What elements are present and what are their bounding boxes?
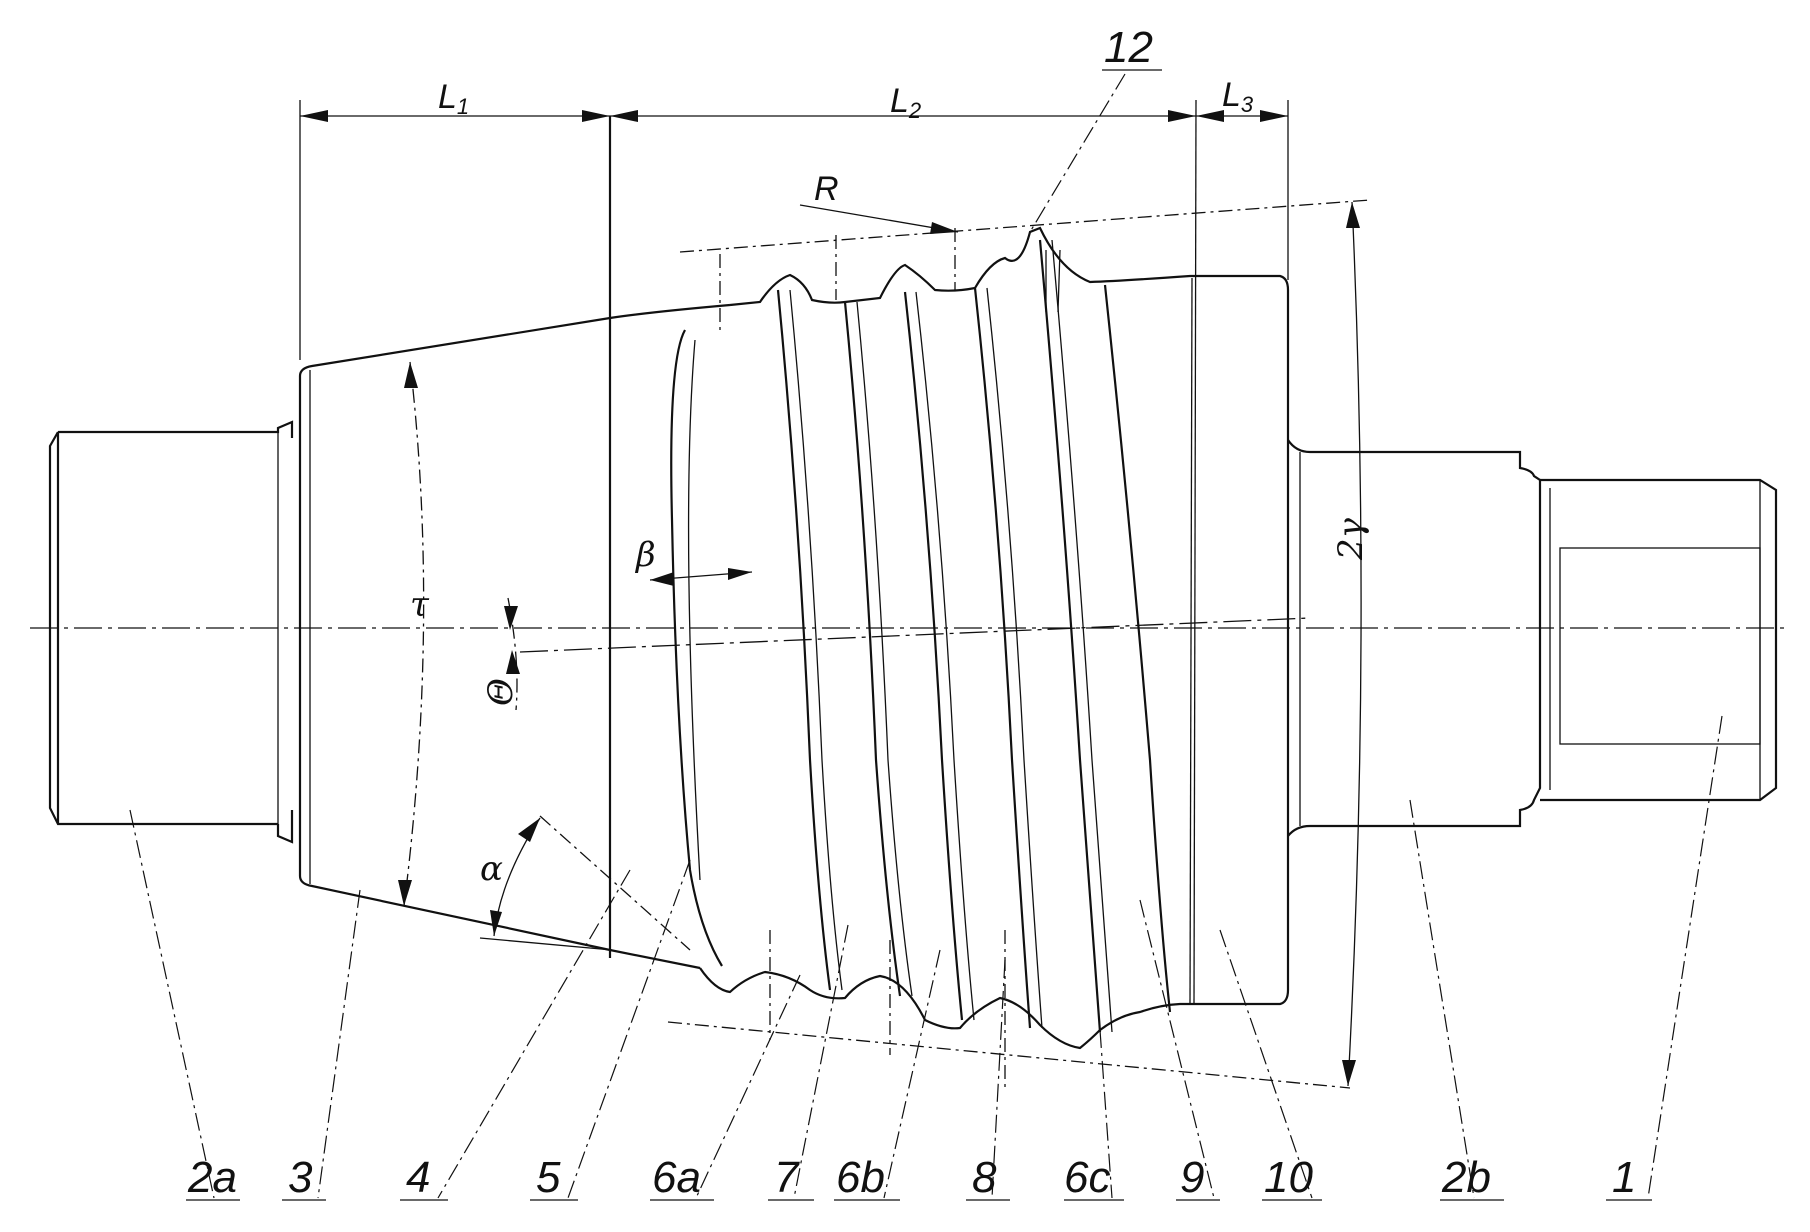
left-journal-2a [48, 420, 294, 844]
gamma-upper-line [679, 199, 1371, 253]
callout-6b: 6b [836, 1153, 885, 1202]
theta-arrow-bottom [506, 650, 520, 674]
gamma-lower-line [667, 1021, 1351, 1089]
callout-7: 7 [774, 1153, 800, 1202]
section-4 [608, 116, 731, 970]
beta-arrow-right [728, 568, 752, 580]
alpha-arrow-top [518, 818, 540, 842]
angle-label-two-gamma: 2γ [1331, 517, 1371, 561]
angle-label-theta: Θ [481, 678, 521, 706]
callout-12: 12 [1104, 23, 1153, 72]
callout-6a: 6a [652, 1153, 701, 1202]
callout-10: 10 [1264, 1153, 1313, 1202]
dim-label-l2: L2 [890, 82, 921, 123]
end-spigot-1 [1540, 478, 1778, 802]
dim-label-l3: L3 [1222, 76, 1254, 117]
right-journal-2b [1287, 439, 1542, 837]
callout-1: 1 [1612, 1153, 1636, 1202]
callout-2b: 2b [1441, 1153, 1491, 1202]
cone-section-3 [298, 316, 611, 952]
radius-label-r: R [814, 170, 839, 208]
callout-12-leader [1029, 73, 1126, 233]
dimension-lines [300, 110, 1288, 122]
callout-leaders [129, 715, 1723, 1199]
beta-arrow-left [650, 572, 674, 586]
callout-4: 4 [406, 1153, 430, 1202]
alpha-base-line [479, 937, 613, 951]
callout-2a: 2a [187, 1153, 237, 1202]
tau-arrow-top [404, 362, 418, 388]
callout-8: 8 [972, 1153, 997, 1202]
ext-line-l2-right [1193, 99, 1197, 1005]
callout-5: 5 [536, 1153, 561, 1202]
worm-thread-section [670, 226, 1290, 1050]
r-arrow [930, 222, 958, 234]
tau-arc [403, 361, 425, 907]
theta-arrow-top [504, 606, 518, 630]
alpha-construction-line [539, 815, 691, 951]
angle-label-beta: β [634, 535, 656, 575]
two-gamma-arrow-top [1346, 202, 1360, 228]
two-gamma-arc [1347, 201, 1362, 1087]
angle-label-alpha: α [480, 849, 503, 889]
callout-6c: 6c [1064, 1153, 1110, 1202]
callout-9: 9 [1180, 1153, 1204, 1202]
angle-label-tau: τ [410, 585, 430, 625]
alpha-arrow-bottom [490, 910, 502, 936]
tau-arrow-bottom [398, 880, 412, 906]
dim-label-l1: L1 [438, 78, 469, 119]
callout-3: 3 [288, 1153, 313, 1202]
two-gamma-arrow-bottom [1342, 1060, 1356, 1086]
